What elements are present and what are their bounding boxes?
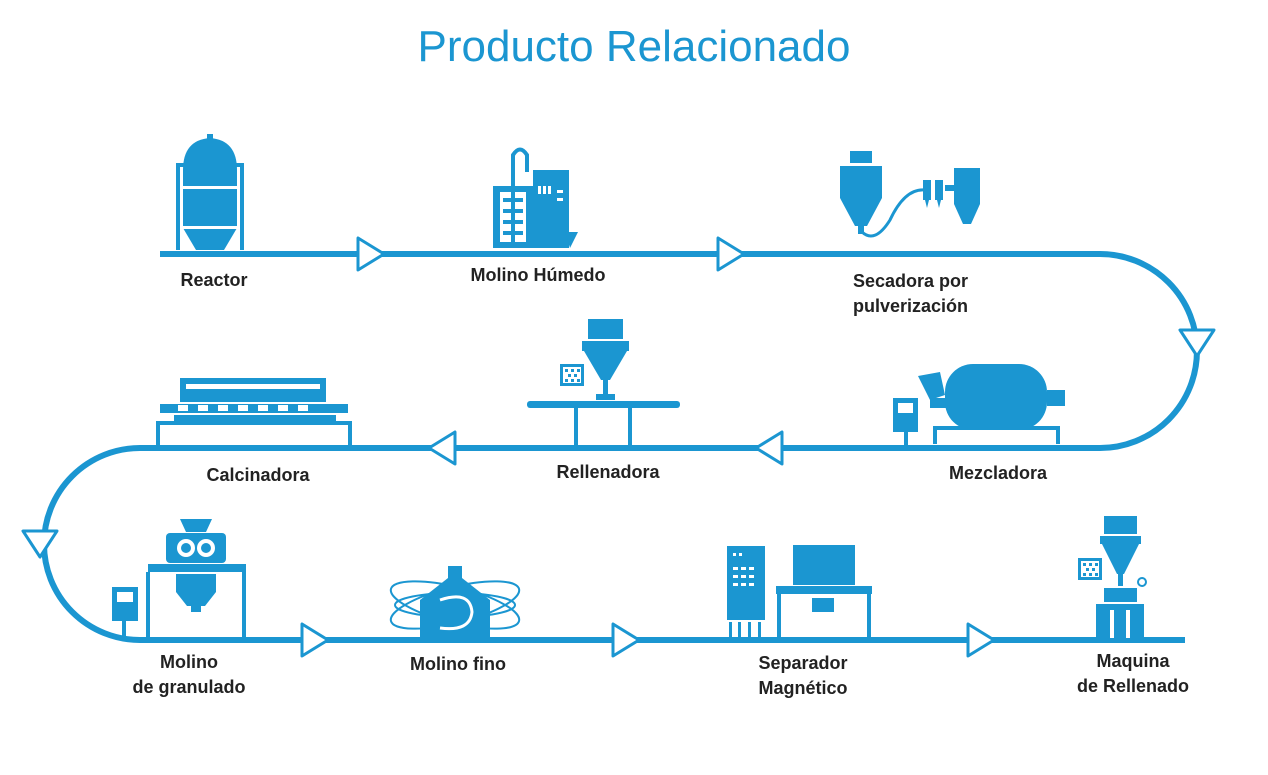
label-filler: Rellenadora <box>556 462 660 482</box>
label-filling-machine-line1: Maquina <box>1096 651 1170 671</box>
arrow-right-icon <box>966 622 996 658</box>
label-fine-mill: Molino fino <box>410 654 506 674</box>
filling-machine-icon <box>1078 516 1147 638</box>
label-magnetic-separator: Separador Magnético <box>727 651 879 701</box>
arrow-right-icon <box>356 236 386 272</box>
label-mixer: Mezcladora <box>948 463 1048 483</box>
fine-mill-icon <box>389 566 521 638</box>
label-spray-dryer-line2: pulverización <box>853 296 969 316</box>
arrow-left-icon <box>754 430 784 466</box>
label-wet-mill: Molino Húmedo <box>470 265 606 285</box>
filler-icon <box>527 319 680 446</box>
arrow-down-icon <box>1178 328 1216 358</box>
label-spray-dryer: Secadora por pulverización <box>853 269 1023 319</box>
calciner-icon <box>156 378 352 446</box>
label-spray-dryer-line1: Secadora por <box>853 271 969 291</box>
granulating-mill-icon <box>112 519 246 640</box>
label-filling-machine-line2: de Rellenado <box>1076 676 1190 696</box>
label-magnetic-separator-line2: Magnético <box>758 678 848 698</box>
mixer-icon <box>893 364 1065 446</box>
arrow-left-icon <box>427 430 457 466</box>
label-calciner: Calcinadora <box>206 465 310 485</box>
magnetic-separator-icon <box>727 545 872 638</box>
wet-mill-icon <box>493 147 578 248</box>
page-title: Producto Relacionado <box>417 22 851 71</box>
label-filling-machine: Maquina de Rellenado <box>1050 649 1216 699</box>
label-magnetic-separator-line1: Separador <box>758 653 848 673</box>
reactor-icon <box>176 134 244 250</box>
arrow-down-icon <box>21 529 59 559</box>
arrow-right-icon <box>611 622 641 658</box>
spray-dryer-icon <box>840 151 980 238</box>
label-granulating-mill-line1: Molino <box>160 652 218 672</box>
label-granulating-mill-line2: de granulado <box>132 677 246 697</box>
label-reactor: Reactor <box>180 270 248 290</box>
arrow-right-icon <box>716 236 746 272</box>
arrow-right-icon <box>300 622 330 658</box>
label-granulating-mill: Molino de granulado <box>114 650 264 700</box>
